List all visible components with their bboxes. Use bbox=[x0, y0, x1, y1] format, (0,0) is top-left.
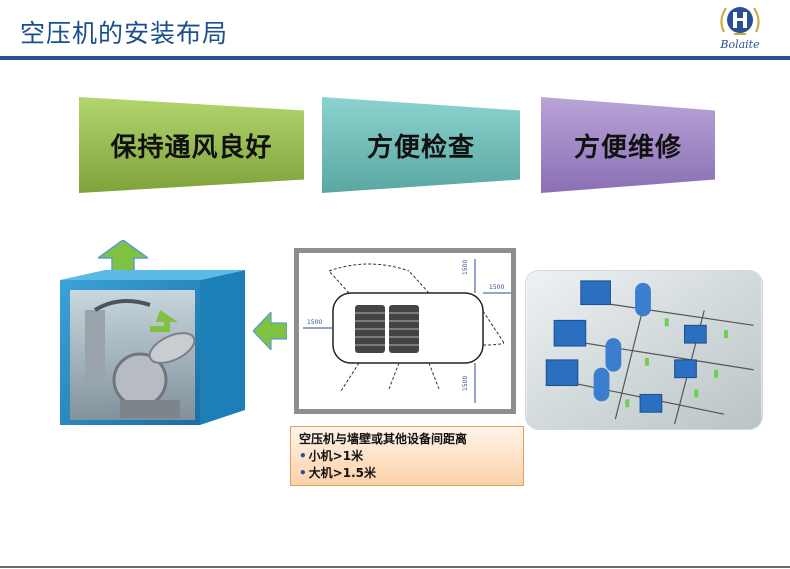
dim-right-label: 1500 bbox=[489, 284, 504, 291]
up-arrow-icon bbox=[98, 240, 148, 274]
logo-emblem-icon bbox=[720, 7, 760, 35]
tag-ventilation: 保持通风良好 bbox=[79, 97, 304, 193]
dim-bottom-label: 1500 bbox=[462, 376, 469, 391]
note-item: •小机>1米 bbox=[299, 449, 364, 463]
tag-inspection: 方便检查 bbox=[322, 97, 520, 193]
dim-left-label: 1500 bbox=[307, 319, 322, 326]
compressor-machine-image bbox=[60, 270, 245, 425]
clearance-diagram: 1500 1500 1500 1500 bbox=[294, 248, 516, 414]
footer-line bbox=[0, 566, 790, 568]
page-title: 空压机的安装布局 bbox=[20, 19, 229, 48]
plant-layout-image bbox=[525, 270, 763, 430]
note-item: •大机>1.5米 bbox=[299, 466, 376, 480]
clearance-note: 空压机与墙壁或其他设备间距离 •小机>1米 •大机>1.5米 bbox=[290, 426, 524, 486]
tag-maintenance: 方便维修 bbox=[541, 97, 715, 193]
logo-text: Bolaite bbox=[720, 38, 760, 51]
left-arrow-icon bbox=[253, 312, 287, 350]
dim-top-label: 1500 bbox=[462, 260, 469, 275]
title-underline bbox=[0, 56, 790, 60]
note-heading: 空压机与墙壁或其他设备间距离 bbox=[299, 432, 468, 446]
company-logo: Bolaite bbox=[700, 2, 780, 54]
